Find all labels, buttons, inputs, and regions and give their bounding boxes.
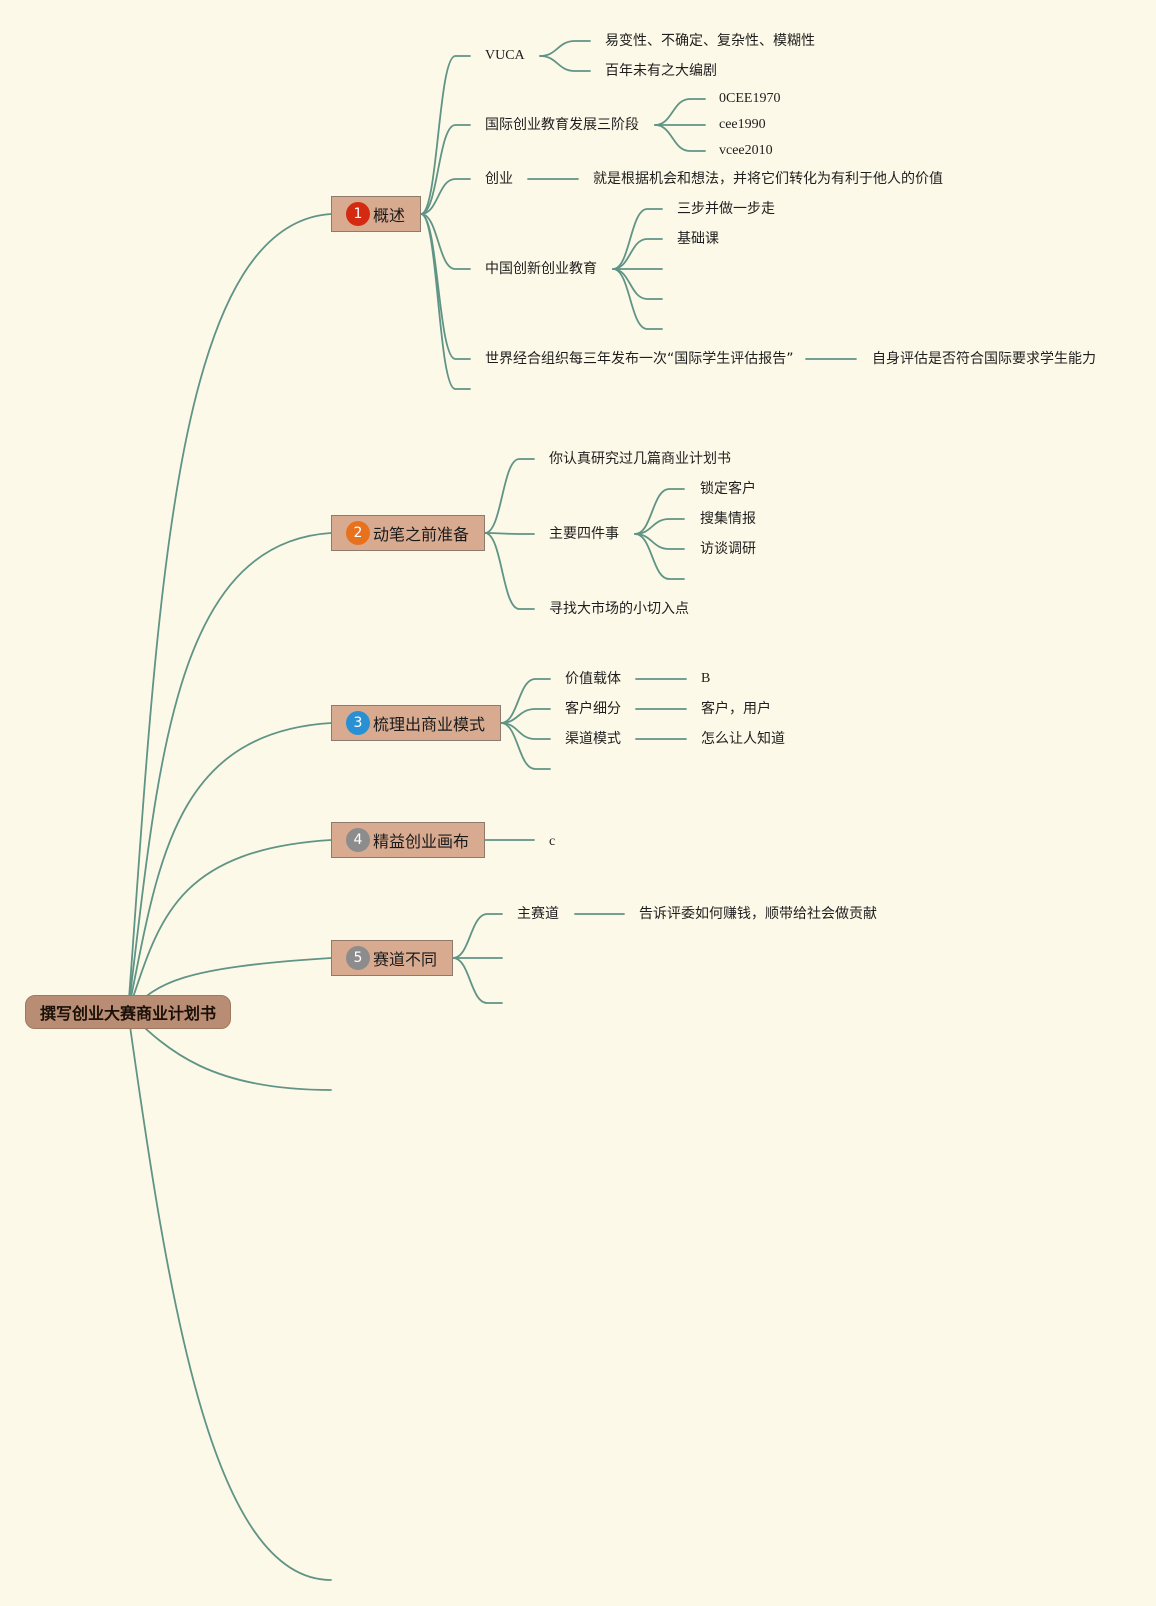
four-things-link xyxy=(634,533,685,580)
vuca-link xyxy=(539,40,591,57)
stages-link xyxy=(654,124,706,152)
node-stage-1990[interactable]: cee1990 xyxy=(719,117,766,132)
overview-link xyxy=(420,55,471,215)
node-vuca[interactable]: VUCA xyxy=(485,48,525,63)
node-vuca-traits[interactable]: 易变性、不确定、复杂性、模糊性 xyxy=(605,33,815,49)
model-link xyxy=(500,722,551,770)
china-link xyxy=(612,268,663,330)
node-main-track[interactable]: 主赛道 xyxy=(517,906,559,922)
node-stage-1970[interactable]: 0CEE1970 xyxy=(719,91,781,106)
overview-link xyxy=(420,178,471,215)
track-link xyxy=(452,957,503,1004)
node-stage-2010[interactable]: vcee2010 xyxy=(719,143,773,158)
node-three-steps[interactable]: 三步并做一步走 xyxy=(677,201,775,217)
topic-label: 精益创业画布 xyxy=(373,832,470,851)
track-link xyxy=(452,913,503,959)
number-3-icon: 3 xyxy=(346,711,370,735)
node-basic-course[interactable]: 基础课 xyxy=(677,231,719,247)
model-link xyxy=(500,678,551,724)
overview-link xyxy=(420,124,471,215)
prep-link xyxy=(484,532,535,535)
overview-link xyxy=(420,213,471,270)
node-value-carrier[interactable]: 价值载体 xyxy=(565,671,621,687)
topic-label: 赛道不同 xyxy=(373,950,438,969)
node-lock-customer[interactable]: 锁定客户 xyxy=(700,481,756,497)
topic-label: 动笔之前准备 xyxy=(373,525,470,544)
four-things-link xyxy=(634,518,685,535)
prep-link xyxy=(484,532,535,610)
china-link xyxy=(612,208,663,270)
overview-link xyxy=(420,213,471,360)
node-self-assessment[interactable]: 自身评估是否符合国际要求学生能力 xyxy=(872,351,1096,367)
number-2-icon: 2 xyxy=(346,521,370,545)
node-canvas-c[interactable]: c xyxy=(549,834,556,849)
number-4-icon: 4 xyxy=(346,828,370,852)
root-topic[interactable]: 撰写创业大赛商业计划书 xyxy=(25,995,231,1029)
node-china-education[interactable]: 中国创新创业教育 xyxy=(485,261,597,277)
node-channels-awareness[interactable]: 怎么让人知道 xyxy=(701,731,785,747)
node-entrepreneurship[interactable]: 创业 xyxy=(485,171,513,187)
stages-link xyxy=(654,98,706,126)
topic-tracks[interactable]: 5 赛道不同 xyxy=(331,940,453,976)
node-customer-segments[interactable]: 客户细分 xyxy=(565,701,621,717)
model-link xyxy=(500,708,551,724)
node-interviews[interactable]: 访谈调研 xyxy=(700,541,756,557)
node-niche-entry[interactable]: 寻找大市场的小切入点 xyxy=(549,601,689,617)
root-link-1 xyxy=(127,532,332,1013)
root-link-6 xyxy=(127,1011,332,1581)
topic-business-model[interactable]: 3 梳理出商业模式 xyxy=(331,705,501,741)
china-link xyxy=(612,238,663,270)
overview-link xyxy=(420,213,471,390)
node-main-track-detail[interactable]: 告诉评委如何赚钱，顺带给社会做贡献 xyxy=(639,906,877,922)
vuca-link xyxy=(539,55,591,72)
node-four-things[interactable]: 主要四件事 xyxy=(549,526,619,542)
node-vuca-change[interactable]: 百年未有之大编剧 xyxy=(605,63,717,79)
topic-lean-canvas[interactable]: 4 精益创业画布 xyxy=(331,822,485,858)
node-research-plans[interactable]: 你认真研究过几篇商业计划书 xyxy=(549,451,731,467)
root-link-3 xyxy=(127,839,332,1013)
node-value-carrier-b[interactable]: B xyxy=(701,671,711,686)
topic-label: 概述 xyxy=(373,206,406,225)
node-channels[interactable]: 渠道模式 xyxy=(565,731,621,747)
topic-preparation[interactable]: 2 动笔之前准备 xyxy=(331,515,485,551)
root-link-0 xyxy=(127,213,332,1013)
root-link-2 xyxy=(127,722,332,1013)
topic-overview[interactable]: 1 概述 xyxy=(331,196,421,232)
prep-link xyxy=(484,458,535,534)
node-pisa-report[interactable]: 世界经合组织每三年发布一次“国际学生评估报告” xyxy=(485,351,794,367)
topic-label: 梳理出商业模式 xyxy=(373,715,486,734)
node-three-stages[interactable]: 国际创业教育发展三阶段 xyxy=(485,117,639,133)
node-entrepreneurship-definition[interactable]: 就是根据机会和想法，并将它们转化为有利于他人的价值 xyxy=(593,171,943,187)
four-things-link xyxy=(634,488,685,535)
number-1-icon: 1 xyxy=(346,202,370,226)
number-5-icon: 5 xyxy=(346,946,370,970)
node-collect-intel[interactable]: 搜集情报 xyxy=(700,511,756,527)
node-customer-user[interactable]: 客户，用户 xyxy=(701,701,771,717)
